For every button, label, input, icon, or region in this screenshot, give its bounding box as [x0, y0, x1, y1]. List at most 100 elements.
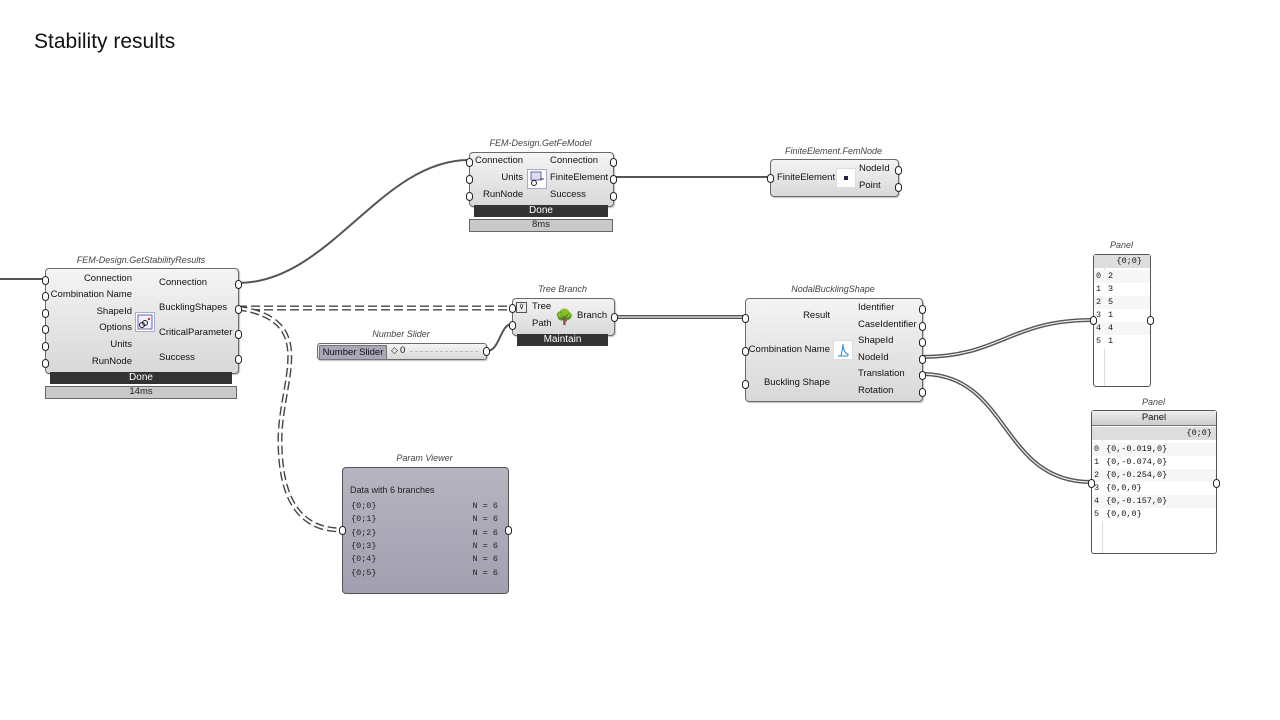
- output-grip[interactable]: [919, 388, 926, 397]
- output-grip[interactable]: [919, 305, 926, 314]
- output-grip[interactable]: [1147, 316, 1154, 325]
- input-path[interactable]: Path: [532, 318, 552, 329]
- tree-branch-status: Maintain: [517, 334, 608, 346]
- output-grip[interactable]: [919, 371, 926, 380]
- output-grip[interactable]: [610, 175, 617, 184]
- param-viewer[interactable]: Data with 6 branches {0;0}N = 6{0;1}N = …: [339, 467, 512, 594]
- output-point[interactable]: Point: [859, 180, 881, 191]
- output-grip[interactable]: [235, 355, 242, 364]
- input-combination-name[interactable]: Combination Name: [748, 344, 830, 355]
- panel-path: {0;0}: [1092, 427, 1216, 440]
- output-grip[interactable]: [919, 355, 926, 364]
- output-node-id[interactable]: NodeId: [858, 352, 889, 363]
- output-finite-element[interactable]: FiniteElement: [550, 172, 609, 183]
- fem-node-icon: [836, 168, 856, 188]
- output-branch[interactable]: Branch: [577, 310, 608, 321]
- output-grip[interactable]: [611, 313, 618, 322]
- tree-branch-component[interactable]: ⊽ Tree Path 🌳 Branch: [509, 298, 618, 336]
- input-grip[interactable]: [42, 325, 49, 334]
- input-grip[interactable]: [767, 174, 774, 183]
- input-grip[interactable]: [42, 292, 49, 301]
- branch-count: N = 6: [472, 514, 498, 525]
- number-slider[interactable]: Number Slider ◇ 0: [317, 343, 490, 360]
- input-runnode[interactable]: RunNode: [483, 189, 524, 200]
- branch-path: {0;4}: [351, 554, 377, 565]
- input-grip[interactable]: [742, 314, 749, 323]
- input-units[interactable]: Units: [110, 339, 132, 350]
- input-result[interactable]: Result: [803, 310, 830, 321]
- input-grip[interactable]: [42, 276, 49, 285]
- slider-value[interactable]: 0: [400, 345, 406, 356]
- output-success[interactable]: Success: [159, 352, 195, 363]
- row-index: 1: [1094, 457, 1100, 467]
- input-grip[interactable]: [742, 347, 749, 356]
- output-rotation[interactable]: Rotation: [858, 385, 894, 396]
- get-fe-model-component[interactable]: Connection Units RunNode Connection Fini…: [466, 152, 617, 207]
- output-grip[interactable]: [895, 183, 902, 192]
- output-connection[interactable]: Connection: [550, 155, 599, 166]
- input-runnode[interactable]: RunNode: [91, 356, 132, 367]
- input-grip[interactable]: [339, 526, 346, 535]
- output-success[interactable]: Success: [550, 189, 586, 200]
- row-index: 2: [1096, 297, 1102, 307]
- input-buckling-shape[interactable]: Buckling Shape: [763, 377, 830, 388]
- input-grip[interactable]: [509, 321, 516, 330]
- input-grip[interactable]: [509, 304, 516, 313]
- slider-handle-icon[interactable]: ◇: [391, 345, 398, 355]
- row-value: {0,-0.074,0}: [1106, 457, 1168, 467]
- input-grip[interactable]: [742, 380, 749, 389]
- input-connection[interactable]: Connection: [475, 155, 524, 166]
- output-grip[interactable]: [895, 166, 902, 175]
- input-grip[interactable]: [466, 192, 473, 201]
- output-node-id[interactable]: NodeId: [859, 163, 890, 174]
- input-grip[interactable]: [466, 175, 473, 184]
- output-grip[interactable]: [919, 322, 926, 331]
- input-tree[interactable]: Tree: [532, 301, 552, 312]
- row-index: 1: [1096, 284, 1102, 294]
- filter-icon[interactable]: ⊽: [516, 302, 527, 313]
- input-grip[interactable]: [1090, 316, 1097, 325]
- branch-path: {0;5}: [351, 567, 377, 578]
- nodal-buckling-shape-component[interactable]: Result Combination Name Buckling Shape I…: [742, 298, 926, 402]
- panel-path: {0;0}: [1094, 255, 1150, 268]
- output-grip[interactable]: [235, 305, 242, 314]
- output-grip[interactable]: [919, 338, 926, 347]
- input-shape-id[interactable]: ShapeId: [96, 306, 132, 317]
- panel-row: 2{0,-0.254,0}: [1092, 469, 1216, 482]
- output-grip[interactable]: [483, 347, 490, 356]
- output-grip[interactable]: [235, 330, 242, 339]
- output-translation[interactable]: Translation: [858, 368, 905, 379]
- output-critical-parameter[interactable]: CriticalParameter: [159, 327, 233, 338]
- tree-icon: 🌳: [555, 309, 574, 326]
- output-buckling-shapes[interactable]: BucklingShapes: [159, 302, 228, 313]
- panel-translation[interactable]: Panel {0;0} 0{0,-0.019,0}1{0,-0.074,0}2{…: [1088, 410, 1220, 554]
- output-shape-id[interactable]: ShapeId: [858, 335, 894, 346]
- output-grip[interactable]: [235, 280, 242, 289]
- panel-nodeid-caption: Panel: [1109, 240, 1134, 250]
- output-grip[interactable]: [610, 158, 617, 167]
- row-value: 2: [1108, 271, 1114, 281]
- input-grip[interactable]: [466, 158, 473, 167]
- output-grip[interactable]: [610, 192, 617, 201]
- input-finite-element[interactable]: FiniteElement: [777, 172, 836, 183]
- get-stability-status: Done: [50, 372, 232, 384]
- input-combination-name[interactable]: Combination Name: [50, 289, 132, 300]
- slider-track[interactable]: [410, 351, 478, 353]
- output-case-identifier[interactable]: CaseIdentifier: [858, 319, 917, 330]
- output-grip[interactable]: [1213, 479, 1220, 488]
- output-connection[interactable]: Connection: [159, 277, 208, 288]
- input-grip[interactable]: [1088, 479, 1095, 488]
- output-identifier[interactable]: Identifier: [858, 302, 895, 313]
- output-grip[interactable]: [505, 526, 512, 535]
- input-grip[interactable]: [42, 359, 49, 368]
- input-units[interactable]: Units: [501, 172, 523, 183]
- input-grip[interactable]: [42, 309, 49, 318]
- get-stability-results-component[interactable]: Connection Combination Name ShapeId Opti…: [42, 268, 242, 374]
- fem-node-component[interactable]: FiniteElement NodeId Point: [767, 159, 902, 197]
- input-grip[interactable]: [42, 342, 49, 351]
- input-options[interactable]: Options: [99, 322, 132, 333]
- input-connection[interactable]: Connection: [83, 273, 132, 284]
